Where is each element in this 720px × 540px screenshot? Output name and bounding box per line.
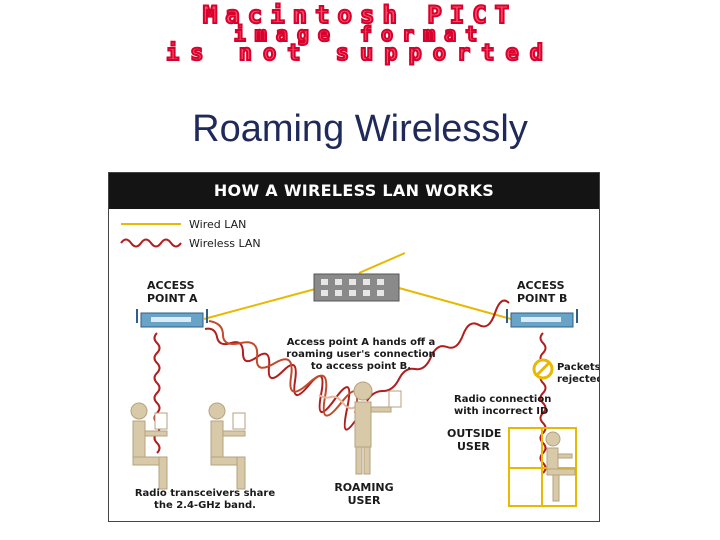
roaming-user-icon bbox=[353, 381, 402, 475]
wired-uplink bbox=[358, 252, 406, 274]
radio-connection-note: with incorrect ID bbox=[454, 406, 548, 417]
handoff-note: Access point A hands off a bbox=[287, 337, 436, 348]
seated-user-1-icon bbox=[130, 402, 168, 490]
outside-user-label: OUTSIDE bbox=[447, 427, 501, 440]
access-point-b-label: ACCESS bbox=[517, 279, 565, 292]
access-point-a-label: ACCESS bbox=[147, 279, 195, 292]
packets-rejected-label: rejected bbox=[557, 374, 600, 385]
access-point-b-label: POINT B bbox=[517, 292, 567, 305]
legend-wired-label: Wired LAN bbox=[189, 218, 246, 231]
wireless-lan-diagram: Wired LAN Wireless LAN ACCESS POINT A bbox=[120, 218, 600, 511]
access-point-a-label: POINT A bbox=[147, 292, 198, 305]
wireless-handoff-wave-b bbox=[366, 299, 510, 402]
radio-connection-note: Radio connection bbox=[454, 394, 551, 405]
wireless-lan-figure: HOW A WIRELESS LAN WORKS Wired LAN Wirel… bbox=[108, 172, 600, 522]
slide-title: Roaming Wirelessly bbox=[192, 108, 528, 150]
network-hub-icon bbox=[313, 273, 400, 302]
legend-wireless-label: Wireless LAN bbox=[189, 237, 261, 250]
outside-user-icon bbox=[545, 431, 576, 502]
access-point-b-icon bbox=[506, 309, 578, 328]
wireless-link-outside-user bbox=[539, 332, 547, 474]
access-point-a-icon bbox=[136, 309, 208, 328]
transceivers-note: Radio transceivers share bbox=[135, 488, 275, 499]
packets-rejected-label: Packets bbox=[557, 362, 600, 373]
pict-unsupported-banner: Macintosh PICT image format is not suppo… bbox=[0, 1, 720, 66]
handoff-note: to access point B. bbox=[311, 361, 411, 372]
wired-link-b bbox=[398, 287, 512, 320]
handoff-note: roaming user's connection bbox=[286, 349, 435, 360]
outside-building-icon bbox=[508, 427, 577, 507]
figure-header: HOW A WIRELESS LAN WORKS bbox=[109, 173, 599, 209]
seated-user-2-icon bbox=[208, 402, 246, 490]
roaming-user-label: USER bbox=[348, 494, 381, 507]
pict-banner-line: Macintosh PICT bbox=[202, 1, 518, 29]
legend-wireless-swatch bbox=[120, 238, 182, 248]
packets-rejected-icon bbox=[532, 358, 554, 380]
pict-banner-line: is not supported bbox=[165, 41, 554, 66]
outside-user-label: USER bbox=[457, 440, 490, 453]
pict-banner-line: image format bbox=[233, 22, 487, 46]
transceivers-note: the 2.4-GHz band. bbox=[154, 500, 256, 511]
wired-link-a bbox=[203, 287, 320, 320]
roaming-user-label: ROAMING bbox=[334, 481, 393, 494]
wireless-handoff-wave-a bbox=[208, 320, 359, 417]
wireless-handoff-fade bbox=[318, 394, 356, 410]
